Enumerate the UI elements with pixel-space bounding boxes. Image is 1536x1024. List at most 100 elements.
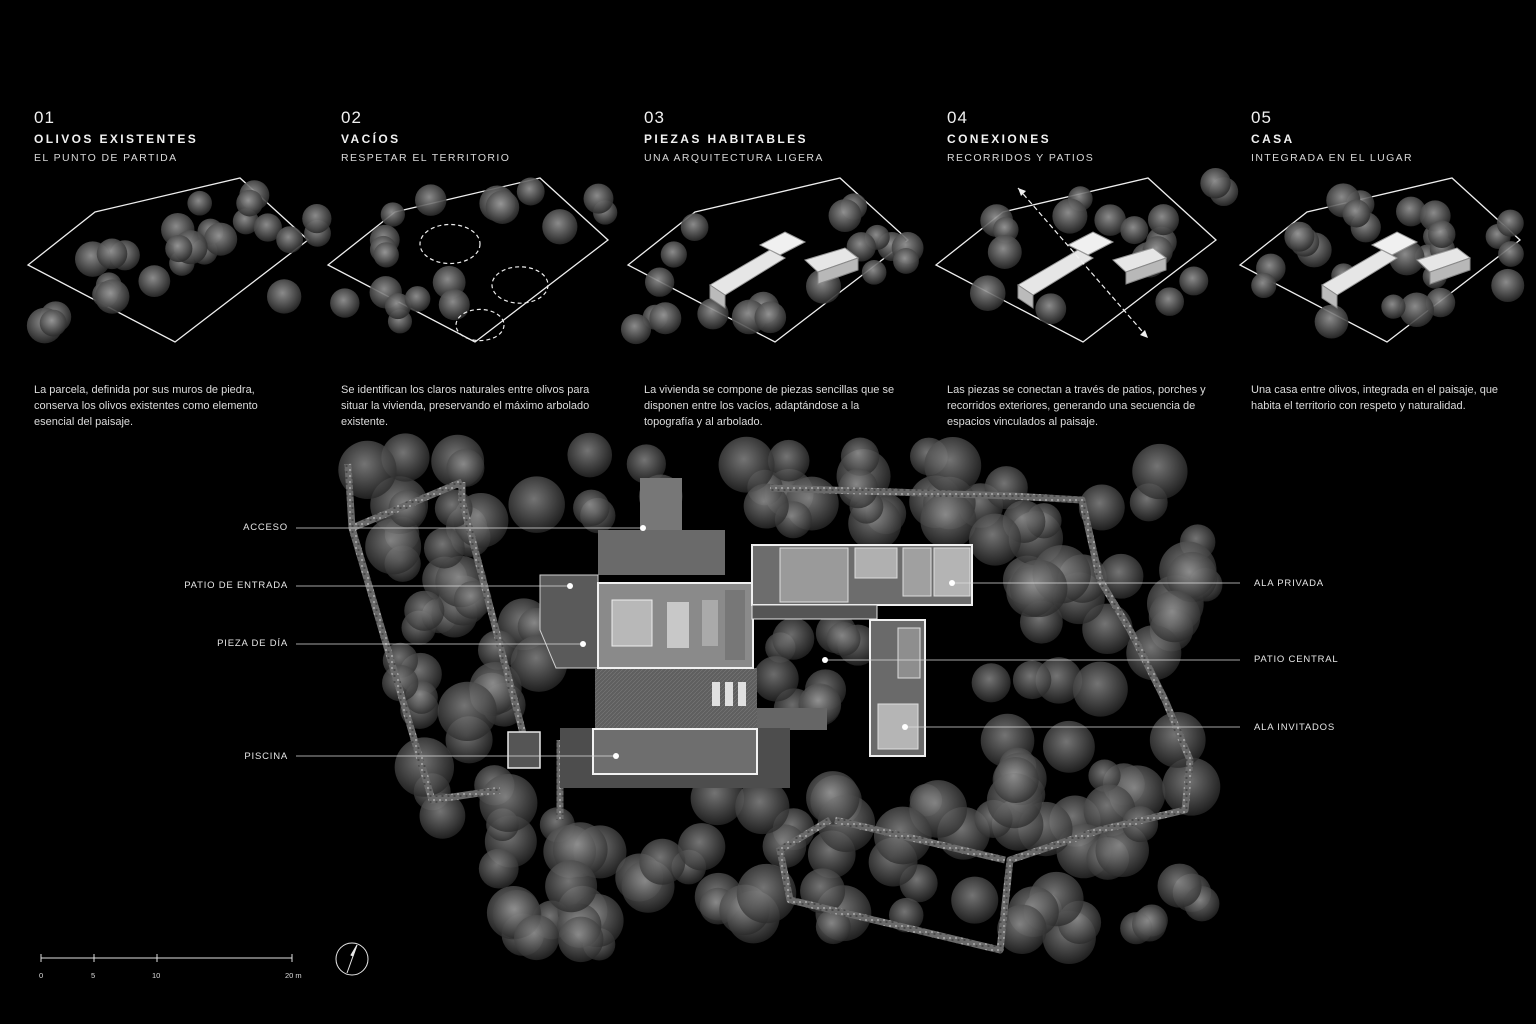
olive-trees (338, 432, 1223, 965)
scale-tick-label: 5 (91, 971, 96, 980)
concept-diagrams (26, 168, 1525, 345)
north-arrow-icon (335, 942, 369, 976)
plot-outline (1238, 177, 1522, 343)
step-number: 01 (34, 108, 55, 127)
building-volume (709, 249, 787, 296)
tree-icon (419, 792, 466, 839)
tree-icon (1043, 720, 1095, 773)
step-description: La vivienda se compone de piezas sencill… (644, 384, 895, 428)
tree-icon (1496, 209, 1524, 237)
tree-icon (645, 267, 675, 297)
arrow-head-icon (1018, 188, 1026, 196)
tree-icon (697, 298, 729, 330)
tree-icon (583, 183, 614, 214)
tree-icon (718, 436, 775, 493)
building-volume (758, 231, 807, 256)
tree-icon (39, 309, 67, 337)
tree-icon (187, 190, 212, 216)
tree-icon (660, 241, 687, 268)
tree-icon (846, 232, 876, 262)
tree-icon (1148, 590, 1201, 643)
tree-icon (485, 190, 520, 224)
tree-icon (680, 213, 709, 241)
tree-icon (992, 757, 1039, 804)
building-volume (1321, 284, 1338, 309)
stone-boundary-walls (344, 463, 1194, 954)
step-description: Se identifican los claros naturales entr… (341, 384, 590, 428)
building-volume (1429, 257, 1471, 285)
scale-tick-label: 10 (152, 971, 161, 980)
step-subtitle: RESPETAR EL TERRITORIO (341, 152, 511, 164)
tree-icon (806, 771, 860, 825)
label-leader-lines (296, 525, 1240, 759)
tree-icon (736, 863, 797, 924)
tree-icon (772, 617, 815, 660)
tree-icon (753, 656, 799, 702)
clearing-outline (491, 266, 549, 304)
tree-icon (987, 235, 1022, 269)
plot-outline (26, 177, 310, 343)
tree-icon (1052, 198, 1088, 234)
tree-icon (815, 909, 851, 945)
arrow-head-icon (1140, 330, 1148, 338)
tree-icon (1314, 304, 1349, 339)
tree-icon (1072, 661, 1128, 717)
tree-icon (1078, 484, 1125, 531)
tree-icon (276, 226, 304, 254)
tree-icon (478, 848, 519, 889)
tree-icon (1166, 551, 1218, 603)
tree-icon (1035, 293, 1067, 325)
tree-icon (373, 242, 399, 268)
tree-icon (920, 492, 977, 549)
clearing-outline (455, 308, 505, 342)
step-5: 05 CASA INTEGRADA EN EL LUGAR Una casa e… (1251, 108, 1536, 412)
tree-icon (893, 248, 919, 274)
tree-icon (951, 876, 999, 924)
tree-icon (1094, 204, 1126, 236)
step-title: CONEXIONES (947, 132, 1052, 146)
tree-icon (545, 860, 598, 913)
tree-icon (542, 209, 578, 245)
label-piscina: PISCINA (244, 751, 288, 762)
building-volume (1017, 284, 1034, 309)
tree-icon (1132, 906, 1167, 942)
step-number: 02 (341, 108, 362, 127)
tree-icon (828, 199, 862, 232)
tree-icon (1491, 268, 1525, 302)
tree-icon (1427, 220, 1456, 249)
tree-icon (236, 189, 263, 217)
step-subtitle: RECORRIDOS Y PATIOS (947, 152, 1095, 164)
building-volume (817, 257, 859, 285)
building-volume (709, 284, 726, 309)
tree-icon (404, 590, 445, 631)
step-title: VACÍOS (341, 132, 401, 146)
building-volume (1370, 231, 1419, 256)
tree-icon (446, 448, 485, 487)
concept-diagram-1 (26, 177, 332, 344)
tree-icon (330, 288, 360, 318)
step-4: 04 CONEXIONES RECORRIDOS Y PATIOS Las pi… (947, 108, 1237, 428)
connection-arrow (1017, 187, 1149, 339)
tree-icon (1098, 553, 1144, 599)
concept-diagram-2 (326, 177, 618, 343)
tree-icon (479, 773, 538, 832)
tree-icon (840, 437, 880, 476)
tree-icon (267, 279, 302, 314)
tree-icon (404, 286, 431, 312)
tree-icon (365, 518, 422, 575)
scale-tick-label: 20 m (285, 971, 302, 980)
tree-icon (767, 439, 810, 482)
tree-icon (1498, 241, 1524, 267)
tree-icon (743, 483, 789, 529)
concept-diagram-3 (620, 177, 924, 345)
label-pieza-de-dia: PIEZA DE DÍA (217, 638, 288, 649)
tree-icon (649, 302, 682, 335)
step-number: 03 (644, 108, 665, 127)
tree-icon (968, 513, 1022, 566)
tree-icon (558, 916, 604, 963)
step-number: 04 (947, 108, 968, 127)
tree-icon (1251, 272, 1277, 299)
step-subtitle: EL PUNTO DE PARTIDA (34, 152, 178, 164)
tree-icon (514, 915, 560, 961)
tree-icon (573, 489, 610, 526)
